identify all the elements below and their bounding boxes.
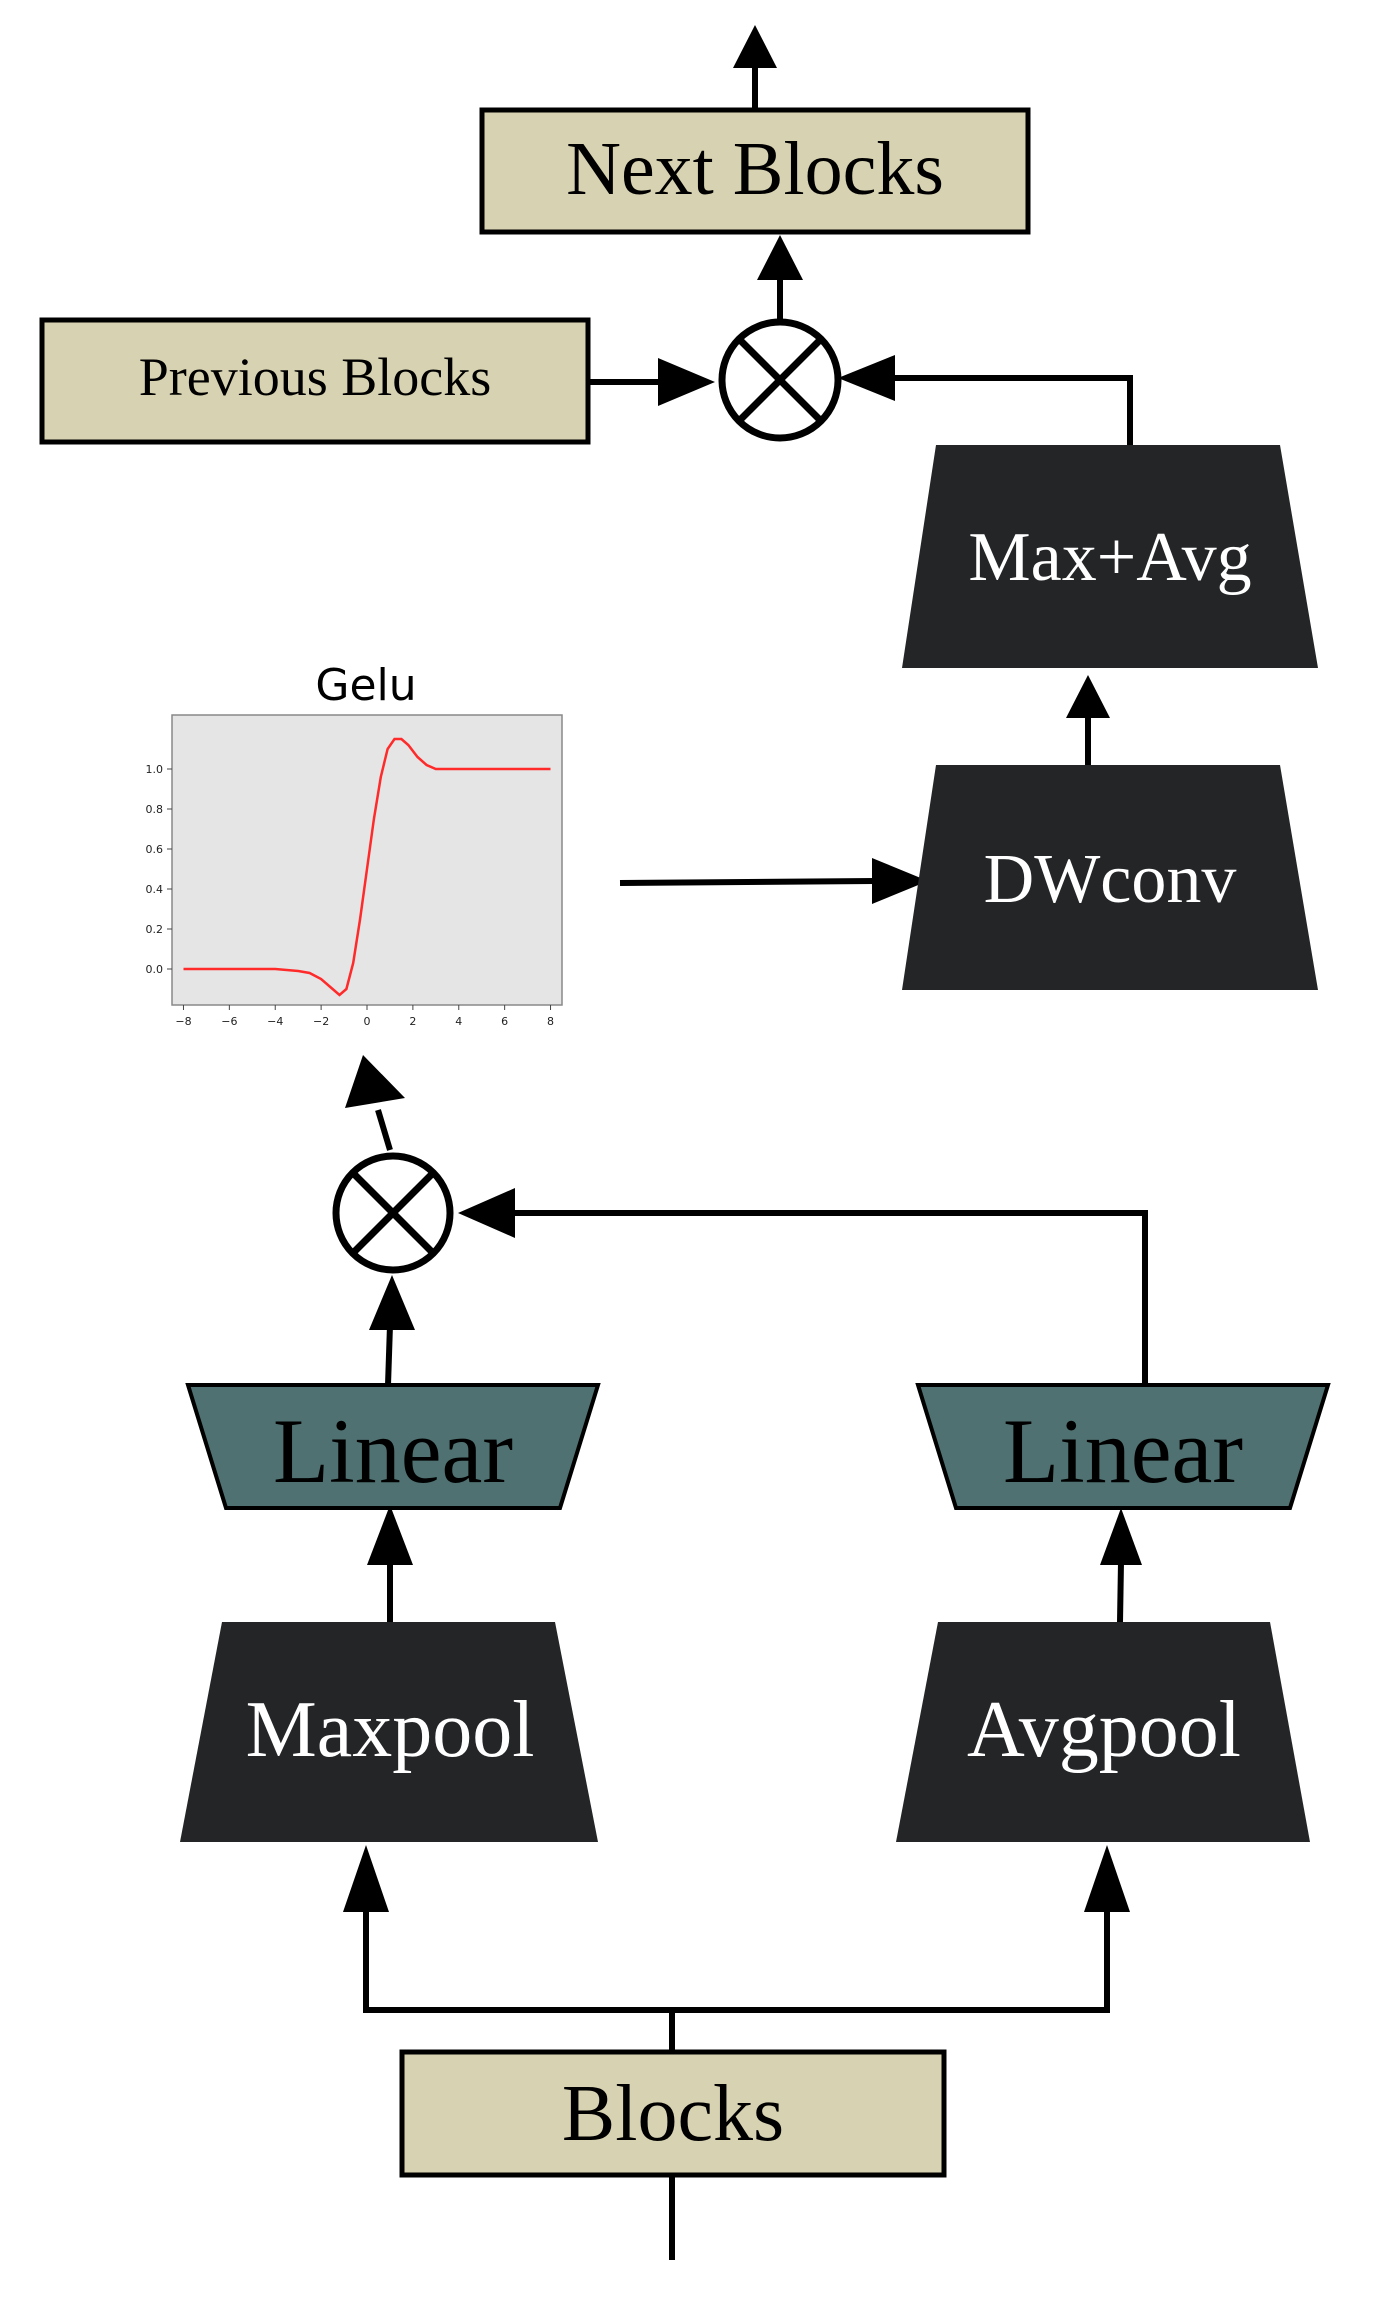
linear-left-layer: Linear [185,1383,601,1510]
arrowhead [1066,675,1110,718]
next-blocks-label: Next Blocks [566,127,944,211]
arrowhead [343,1845,389,1912]
gelu-curve [183,737,551,997]
arrowhead [872,858,928,904]
x-tick-label: 8 [547,1015,554,1028]
arrowhead [369,1275,415,1330]
avgpool-label: Avgpool [967,1686,1241,1774]
y-tick-label: 0.4 [146,883,164,896]
x-tick-label: −6 [221,1015,237,1028]
maxpool-layer: Maxpool [180,1622,598,1842]
multiply-icon [332,1152,454,1274]
x-tick-label: −2 [313,1015,329,1028]
arrowhead [1100,1508,1142,1565]
arrowhead [1084,1845,1130,1912]
dwconv-label: DWconv [984,841,1237,918]
linear-right-layer: Linear [915,1383,1331,1510]
x-tick-label: −8 [175,1015,191,1028]
maxpool-label: Maxpool [246,1686,535,1774]
maxavg-to-multiply-line [895,375,1133,445]
right-linear-to-multiply-line [515,1210,1148,1385]
arrowhead [345,1055,405,1108]
y-tick-label: 0.6 [146,843,164,856]
arrowheads [343,25,1142,1912]
input-blocks-label: Blocks [562,2070,784,2158]
connectors [363,60,1148,2260]
x-tick-label: 6 [501,1015,508,1028]
max-avg-label: Max+Avg [968,519,1251,596]
multiply-to-gelu-line [375,1109,393,1151]
arrowhead [458,1188,515,1238]
y-tick-label: 1.0 [146,763,164,776]
gelu-to-dwconv-line [619,878,876,886]
linear-to-multiply-line [385,1324,393,1386]
y-tick-label: 0.8 [146,803,164,816]
gelu-chart: Gelu −8 −6 −4 −2 0 2 4 6 8 0.0 0.2 0.4 0.6 0.8 1.0 [146,660,563,1028]
split-line [363,1910,1110,2013]
arrowhead [838,355,895,401]
dwconv-layer: DWconv [902,765,1318,990]
arrowhead [733,25,777,68]
max-avg-layer: Max+Avg [902,445,1318,668]
y-tick-label: 0.0 [146,963,164,976]
multiply-icon [718,318,842,442]
previous-blocks-label: Previous Blocks [139,347,492,407]
avgpool-to-linear-line [1117,1561,1124,1623]
linear-left-label: Linear [273,1400,513,1502]
x-ticks: −8 −6 −4 −2 0 2 4 6 8 [175,1005,554,1028]
next-blocks-box: Next Blocks [479,107,1031,235]
avgpool-layer: Avgpool [896,1622,1310,1842]
input-blocks-box: Blocks [399,2049,947,2178]
y-ticks: 0.0 0.2 0.4 0.6 0.8 1.0 [146,763,172,976]
arrowhead [658,358,715,406]
linear-right-label: Linear [1003,1400,1243,1502]
arrowhead [367,1505,413,1565]
x-tick-label: 0 [364,1015,371,1028]
chart-title: Gelu [315,660,416,711]
y-tick-label: 0.2 [146,923,164,936]
x-tick-label: −4 [267,1015,283,1028]
x-tick-label: 4 [455,1015,462,1028]
previous-blocks-box: Previous Blocks [39,317,591,445]
arrowhead [757,235,803,280]
x-tick-label: 2 [409,1015,416,1028]
